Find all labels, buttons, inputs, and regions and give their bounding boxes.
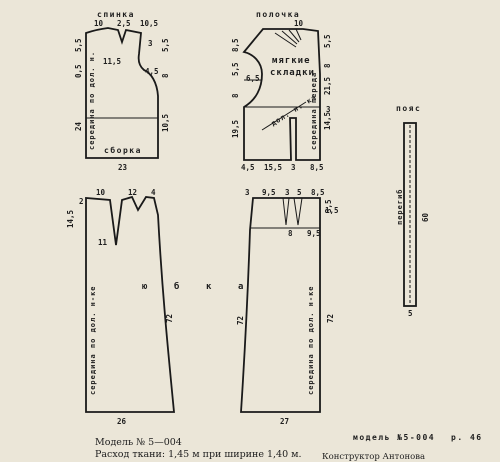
front-neck-pleats: [274, 28, 302, 48]
belt-width: 5: [408, 309, 413, 318]
skirt-front-darts: [250, 197, 320, 229]
back-m-left1: 5,5: [74, 38, 83, 52]
back-m-3: 3: [148, 39, 153, 48]
skirt-word: ю б к а: [142, 281, 244, 292]
skirt-front-length-right: 72: [326, 314, 335, 323]
back-bottom-width: 23: [118, 163, 128, 172]
model-number-caption: Модель № 5—004: [95, 437, 182, 448]
skirt-front-m-35: 3,5: [324, 199, 333, 213]
front-pleats-2: складки: [270, 68, 315, 78]
front-m-right3: 21,5: [323, 77, 332, 95]
belt-length: 60: [421, 212, 430, 222]
designer-caption: Конструктор Антонова: [322, 452, 426, 462]
skirt-back-m-top1: 10: [96, 188, 106, 197]
skirt-back-m-2: 2: [79, 197, 84, 206]
skirt-back: 10 12 4 2 14,5 11 середина по дол. н-ке …: [66, 188, 175, 426]
front-m-left1: 8,5: [231, 38, 240, 52]
front-bodice: полочка 10 мягкие складки дол. н. ка 6,5…: [231, 10, 332, 172]
skirt-word-1: ю: [142, 282, 148, 292]
back-title: спинка: [97, 10, 135, 19]
front-m-right5: 3: [326, 105, 331, 114]
skirt-back-m-top3: 4: [151, 188, 156, 197]
front-title: полочка: [256, 10, 300, 19]
front-m-right1: 5,5: [323, 34, 332, 48]
back-bodice-outline: [85, 27, 159, 159]
belt-fold-label: перегиб: [396, 188, 404, 225]
skirt-front-bottom: 27: [280, 417, 289, 426]
front-m-right2: 8: [323, 63, 332, 68]
back-m-top1: 10: [94, 19, 104, 28]
skirt-front-m-95: 9,5: [307, 229, 321, 238]
back-m-left2: 0,5: [74, 64, 83, 78]
front-center-label: середина переда: [310, 72, 318, 150]
back-m-top2: 2,5: [117, 19, 131, 28]
skirt-front-center-label: середина по дол. н-ке: [307, 285, 315, 395]
front-bottom-3: 3: [291, 163, 296, 172]
skirt-back-m-145: 14,5: [66, 210, 75, 228]
skirt-back-length: 72: [165, 314, 174, 323]
belt: пояс перегиб 60 5: [396, 104, 430, 318]
back-m-24: 24: [74, 121, 83, 131]
back-m-top3: 10,5: [140, 19, 158, 28]
front-bottom-2: 15,5: [264, 163, 282, 172]
back-center-label: середина по дол. н.: [88, 51, 96, 150]
front-bodice-outline: [242, 28, 321, 161]
fabric-consumption-caption: Расход ткани: 1,45 м при ширине 1,40 м.: [95, 449, 302, 460]
skirt-word-4: а: [238, 282, 244, 292]
back-m-right1: 5,5: [161, 38, 170, 52]
front-cut-lines: [244, 79, 320, 108]
skirt-front-m-top1: 3: [245, 188, 250, 197]
front-m-left2: 5,5: [231, 62, 240, 76]
skirt-word-2: б: [174, 281, 180, 292]
skirt-front-m-top5: 8,5: [311, 188, 325, 197]
skirt-front-m-top2: 9,5: [262, 188, 276, 197]
front-bottom-1: 4,5: [241, 163, 255, 172]
belt-outline: [403, 122, 417, 307]
front-m-left4: 19,5: [231, 120, 240, 138]
back-m-right2: 8: [161, 73, 170, 78]
back-gather-label: сборка: [104, 145, 142, 155]
back-m-45: 4,5: [145, 67, 159, 76]
skirt-back-bottom: 26: [117, 417, 127, 426]
back-m-115: 11,5: [103, 57, 121, 66]
skirt-back-darts: [109, 196, 147, 246]
front-grain-arrow: [261, 101, 307, 131]
front-m-left5: 6,5: [246, 74, 260, 83]
model-code: модель №5-004: [353, 433, 435, 442]
front-m-left3: 8: [231, 93, 240, 98]
skirt-back-m-11: 11: [98, 238, 108, 247]
skirt-front-m-8: 8: [288, 229, 293, 238]
front-m-top: 10: [294, 19, 304, 28]
skirt-back-center-label: середина по дол. н-ке: [89, 285, 97, 395]
skirt-back-outline: [85, 195, 175, 413]
belt-title: пояс: [396, 104, 421, 113]
skirt-word-3: к: [206, 282, 212, 292]
skirt-front: 3 9,5 3 5 8,5 3,5 1,5 8 9,5 72 середина …: [236, 188, 339, 426]
back-m-right3: 10,5: [161, 114, 170, 132]
back-bodice: спинка 10 2,5 10,5 3 11,5 4,5 5,5 0,5 24…: [74, 10, 170, 172]
skirt-front-outline: [240, 197, 321, 413]
skirt-back-m-top2: 12: [128, 188, 137, 197]
model-page: р. 46: [451, 433, 483, 442]
skirt-front-length-left: 72: [236, 316, 245, 325]
back-dart: [117, 29, 127, 44]
skirt-front-m-15: 1,5: [325, 206, 339, 215]
front-m-right4: 14,5: [323, 112, 332, 130]
front-pleats-1: мягкие: [272, 56, 311, 66]
skirt-front-m-top3: 3: [285, 188, 290, 197]
skirt-front-m-top4: 5: [297, 188, 302, 197]
front-bottom-4: 8,5: [310, 163, 324, 172]
